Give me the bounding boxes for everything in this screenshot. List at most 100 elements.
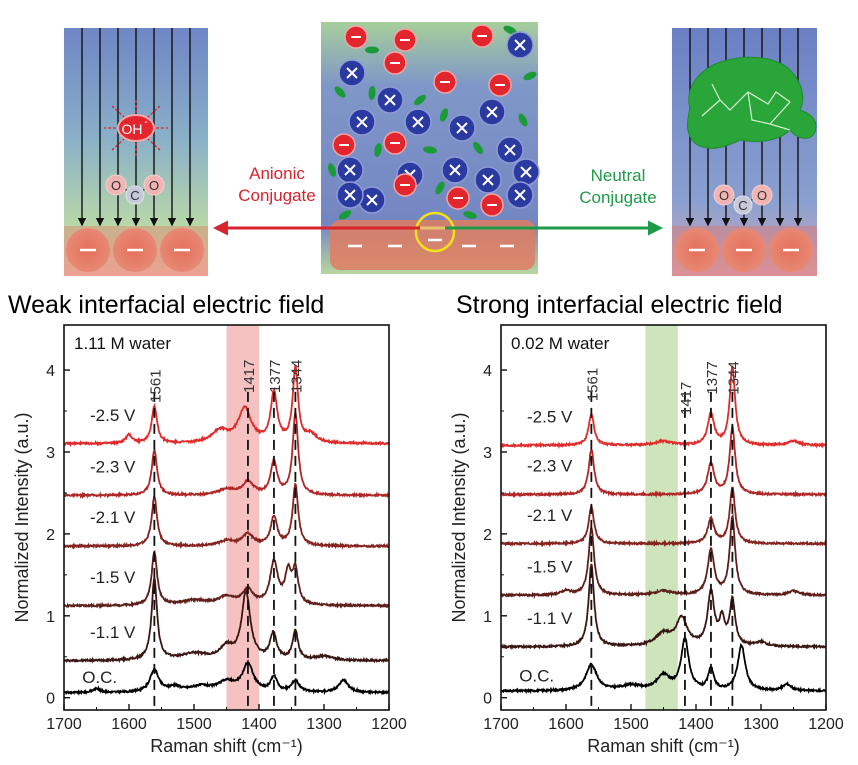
ligand-blob xyxy=(518,113,528,127)
cation-cross-icon xyxy=(344,189,356,201)
electrode-left xyxy=(64,226,208,276)
y-tick-label: 3 xyxy=(46,445,55,462)
ligand-blob xyxy=(503,25,517,35)
ligand-blob xyxy=(414,94,426,106)
cation-cross-icon xyxy=(456,122,468,134)
y-axis-label: Normalized Intensity (a.u.) xyxy=(449,412,469,622)
cation-cross-icon xyxy=(356,116,368,128)
ion-cluster xyxy=(327,24,540,220)
ligand-blob xyxy=(327,163,337,177)
ligand-blob xyxy=(473,141,483,155)
co2-right-c: C xyxy=(738,198,747,213)
peak-label: 1561 xyxy=(584,368,601,401)
schematic-diagram: OH - O C O xyxy=(64,22,817,276)
x-tick-label: 1700 xyxy=(483,716,519,733)
spectrum-line xyxy=(63,576,390,664)
right-panel-title: Strong interfacial electric field xyxy=(456,291,783,319)
electrode-right xyxy=(672,226,817,276)
peak-label: 1417 xyxy=(678,382,695,415)
co2-molecule-left: O C O xyxy=(105,174,165,205)
x-tick-label: 1500 xyxy=(176,716,212,733)
y-tick-label: 3 xyxy=(483,445,492,462)
peak-label: 1344 xyxy=(288,360,305,393)
series-label: O.C. xyxy=(519,666,554,685)
highlight-band xyxy=(645,325,678,710)
x-tick-label: 1200 xyxy=(808,716,844,733)
water-annotation: 1.11 M water xyxy=(74,334,171,353)
peak-label: 1377 xyxy=(267,360,284,393)
y-tick-label: 4 xyxy=(46,363,55,380)
anionic-label-line1: Anionic xyxy=(249,164,305,183)
series-label: -2.1 V xyxy=(90,508,136,527)
spectrum-line xyxy=(500,486,827,548)
y-tick-label: 0 xyxy=(483,691,492,708)
x-tick-label: 1600 xyxy=(111,716,147,733)
series-label: -2.3 V xyxy=(90,457,136,476)
x-tick-label: 1500 xyxy=(613,716,649,733)
ligand-blob xyxy=(463,211,477,219)
series-label: -1.1 V xyxy=(527,609,573,628)
neutral-conjugate-molecule xyxy=(687,56,817,149)
x-tick-label: 1300 xyxy=(743,716,779,733)
ligand-blob xyxy=(334,86,346,98)
spectrum-line xyxy=(63,659,390,696)
ligand-blob xyxy=(365,46,379,54)
co2-right-o1: O xyxy=(719,188,729,203)
series-label: O.C. xyxy=(82,668,117,687)
series-label: -2.3 V xyxy=(527,457,573,476)
spectrum-line xyxy=(63,482,390,550)
cation-cross-icon xyxy=(346,67,358,79)
y-axis-label: Normalized Intensity (a.u.) xyxy=(12,412,32,622)
water-annotation: 0.02 M water xyxy=(511,334,610,353)
cation-cross-icon xyxy=(514,39,526,51)
x-axis-label: Raman shift (cm⁻¹) xyxy=(150,736,303,756)
ligand-blob xyxy=(374,143,382,157)
ligand-blob xyxy=(338,210,352,220)
cation-cross-icon xyxy=(514,189,526,201)
neutral-conjugate-label: Neutral Conjugate xyxy=(568,165,668,209)
x-tick-label: 1400 xyxy=(241,716,277,733)
spectrum-line xyxy=(63,408,390,500)
y-tick-label: 1 xyxy=(483,609,492,626)
x-tick-label: 1700 xyxy=(46,716,82,733)
peak-label: 1417 xyxy=(241,360,258,393)
co2-left-o2: O xyxy=(149,178,159,193)
hydroxide-charge: - xyxy=(144,117,147,128)
co2-left-c: C xyxy=(130,188,139,203)
ligand-blob xyxy=(439,108,449,122)
peak-label: 1344 xyxy=(725,361,742,394)
right-interface-box: O C O xyxy=(672,28,817,276)
spectrum-line xyxy=(63,549,390,610)
x-tick-label: 1600 xyxy=(548,716,584,733)
y-tick-label: 2 xyxy=(483,527,492,544)
neutral-label-line1: Neutral xyxy=(590,166,646,185)
highlight-band xyxy=(226,325,259,710)
spectrum-line xyxy=(500,513,827,600)
ligand-blob xyxy=(423,146,437,154)
spectrum-line xyxy=(63,364,390,448)
peak-label: 1377 xyxy=(704,361,721,394)
series-label: -1.1 V xyxy=(90,623,136,642)
spectrum-line xyxy=(500,365,827,450)
spectrum-line xyxy=(501,423,827,499)
ligand-blob xyxy=(368,86,376,100)
cation-cross-icon xyxy=(504,144,516,156)
interface-highlight-circle xyxy=(414,211,456,253)
anionic-label-line2: Conjugate xyxy=(238,186,316,205)
series-label: -2.5 V xyxy=(527,407,573,426)
y-tick-label: 2 xyxy=(46,527,55,544)
co2-molecule-right: O C O xyxy=(713,184,773,215)
peak-label: 1561 xyxy=(147,369,164,402)
center-electrolyte-box xyxy=(321,22,540,274)
y-tick-label: 0 xyxy=(46,691,55,708)
x-tick-label: 1400 xyxy=(678,716,714,733)
cation-cross-icon xyxy=(344,164,356,176)
y-tick-label: 1 xyxy=(46,609,55,626)
y-tick-label: 4 xyxy=(483,363,492,380)
cation-cross-icon xyxy=(449,164,461,176)
cation-cross-icon xyxy=(366,194,378,206)
left-interface-box: OH - O C O xyxy=(64,28,208,276)
